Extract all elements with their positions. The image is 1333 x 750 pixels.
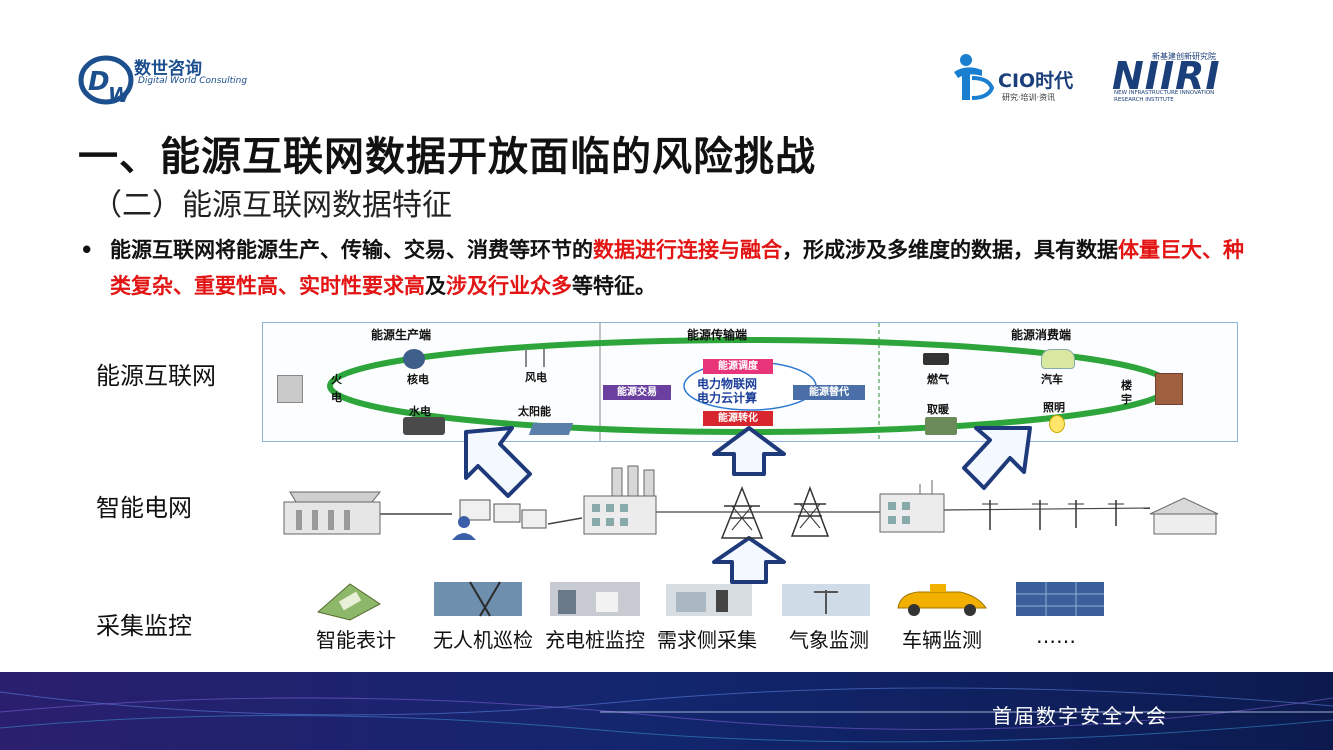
car-icon [1041,349,1075,369]
badge-convert: 能源转化 [703,411,773,426]
monitor-label-drone: 无人机巡检 [433,628,533,652]
light-bulb-icon [1049,415,1065,433]
transmission-tower-2-icon [790,485,830,537]
page-subtitle: （二）能源互联网数据特征 [92,188,452,223]
badge-dispatch: 能源调度 [703,359,773,374]
dw-logo-en: Digital World Consulting [138,76,248,86]
wind-turbine-icon [525,349,545,367]
factory-icon [583,465,657,535]
badge-substitute: 能源替代 [793,385,865,400]
monitor-label-weather: 气象监测 [789,628,869,652]
monitor-label-demand: 需求侧采集 [657,628,757,652]
bullet-text: 能源互联网将能源生产、传输、交易、消费等环节的数据进行连接与融合，形成涉及多维度… [110,232,1250,304]
hydro-dam-icon [403,417,445,435]
house-heating-icon [925,417,957,435]
label-fire-1: 火 [331,373,342,386]
row-label-grid: 智能电网 [96,494,192,522]
label-fire-2: 电 [331,391,342,404]
label-iot: 电力物联网 [697,377,758,391]
arrow-up-left-icon [464,426,532,498]
smart-meter-icon [316,583,381,621]
solar-monitoring-icon [1016,582,1104,616]
footer-event-name: 首届数字安全大会 [992,704,1168,728]
dw-logo-cn: 数世咨询 [134,59,202,79]
bullet-dot: • [80,238,94,262]
cio-logo-sub: 研究·培训·资讯 [1002,93,1056,102]
demand-side-collection-icon [666,584,752,616]
niiri-logo-mark: NIIRI [1112,54,1221,98]
cio-logo-title: CIO时代 [998,70,1074,92]
niiri-logo-line1: NEW INFRASTRUCTURE INNOVATION [1114,90,1215,96]
bullet-part-1: 能源互联网将能源生产、传输、交易、消费等环节的 [110,238,593,262]
control-room-icon [452,499,547,540]
footer-banner [0,672,1333,750]
bullet-highlight-3: 涉及行业众多 [446,274,572,298]
cio-logo: CIO时代 研究·培训·资讯 [948,52,1088,106]
charging-pile-icon [550,582,640,616]
niiri-logo-top: 新基建创新研究院 [1152,52,1216,61]
section-production: 能源生产端 [371,328,432,342]
bullet-highlight-1: 数据进行连接与融合 [593,238,782,262]
gas-stove-icon [923,353,949,365]
label-gas: 燃气 [927,373,949,386]
bullet-highlight-2: 体量巨大、种类复杂、重要性高、实时性要求高 [110,238,1244,298]
power-plant-icon [283,491,382,535]
label-hydro: 水电 [409,405,431,418]
svg-text:W: W [108,83,131,106]
row-label-monitor: 采集监控 [96,612,192,640]
section-transmission: 能源传输端 [687,328,748,342]
bullet-paragraph: • 能源互联网将能源生产、传输、交易、消费等环节的数据进行连接与融合，形成涉及多… [80,232,1250,304]
label-car: 汽车 [1041,373,1063,386]
footer-pattern-icon [0,672,1333,750]
badge-trade: 能源交易 [603,385,671,400]
dw-logo: D W 数世咨询 Digital World Consulting [78,52,247,108]
label-nuclear: 核电 [407,373,429,386]
label-building-2: 宇 [1121,393,1132,406]
label-lighting: 照明 [1043,401,1065,414]
substation-icon [879,480,945,533]
transmission-tower-icon [720,485,764,539]
section-consumption: 能源消费端 [1011,328,1072,342]
label-building-1: 楼 [1121,379,1132,392]
nuclear-plant-icon [403,349,425,369]
arrow-up-center-icon [712,426,786,476]
niiri-logo: 新基建创新研究院 NIIRI NEW INFRASTRUCTURE INNOVA… [1112,48,1232,106]
monitor-label-charging: 充电桩监控 [545,628,645,652]
label-solar: 太阳能 [518,405,551,418]
dw-logo-mark-icon: D W [78,55,134,106]
label-cloud: 电力云计算 [697,391,758,405]
row-label-internet: 能源互联网 [96,362,216,390]
label-wind: 风电 [525,371,547,384]
page-title: 一、能源互联网数据开放面临的风险挑战 [78,134,816,180]
arrow-up-right-icon [962,426,1032,490]
bullet-part-3: 及 [425,274,446,298]
monitor-label-vehicle: 车辆监测 [902,628,982,652]
bullet-part-4: 等特征。 [572,274,656,298]
drone-inspection-icon [434,581,522,617]
utility-poles-icon [982,500,1124,530]
niiri-logo-line2: RESEARCH INSTITUTE [1114,97,1174,103]
monitor-label-smart-meter: 智能表计 [316,628,396,652]
grid-illustration [283,426,1219,621]
label-heating: 取暖 [927,403,949,416]
arrow-up-lower-icon [712,536,786,584]
building-icon [1155,373,1183,405]
weather-monitoring-icon [782,584,870,616]
svg-text:D: D [88,67,110,97]
vehicle-monitoring-icon [897,584,987,616]
house-icon [1149,497,1219,535]
thermal-plant-icon [277,375,303,403]
cio-logo-mark-icon [954,54,995,100]
bullet-part-2: ，形成涉及多维度的数据，具有数据 [782,238,1118,262]
monitor-label-more: …… [1036,624,1076,648]
